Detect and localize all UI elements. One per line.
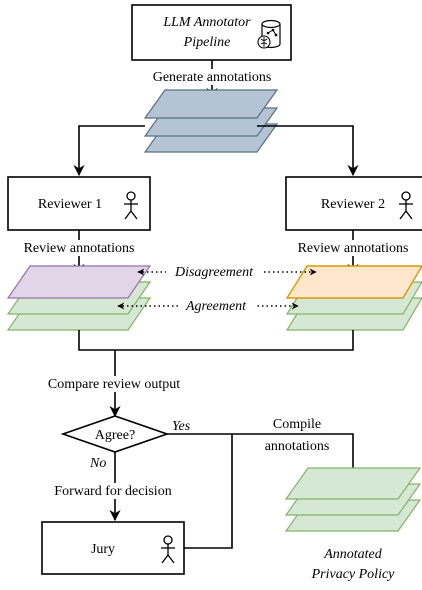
label-yes: Yes [172,419,191,434]
reviewer1-annotation-stack [6,265,152,331]
label-forward: Forward for decision [54,484,171,499]
database-brain-icon [257,19,281,49]
output-label-line2: Privacy Policy [311,567,396,582]
label-compare: Compare review output [48,377,180,392]
label-no: No [89,456,106,471]
label-generate: Generate annotations [153,70,272,85]
jury-to-compile-line [184,434,233,549]
arrow-to-reviewer1 [73,125,145,177]
blue-annotation-stack [143,89,279,153]
arrow-to-reviewer2 [257,125,359,177]
label-review2: Review annotations [298,241,409,256]
jury-label: Jury [91,542,115,557]
decision-label: Agree? [95,428,135,443]
label-review1: Review annotations [24,241,135,256]
pipeline-title-line1: LLM Annotator [162,15,251,30]
reviewer2-annotation-stack [285,265,422,331]
annotated-policy-stack [284,467,422,532]
pipeline-title-line2: Pipeline [183,35,231,50]
jury-box [41,521,185,575]
reviewer1-label: Reviewer 1 [38,197,102,212]
output-label-line1: Annotated [323,547,383,562]
label-disagreement: Disagreement [174,265,254,280]
reviewer2-label: Reviewer 2 [321,197,385,212]
label-compile-line1: Compile [273,417,321,432]
label-compile-line2: annotations [265,439,330,454]
merge-line [78,330,354,351]
label-agreement: Agreement [185,299,247,314]
pipeline-box [131,4,292,61]
